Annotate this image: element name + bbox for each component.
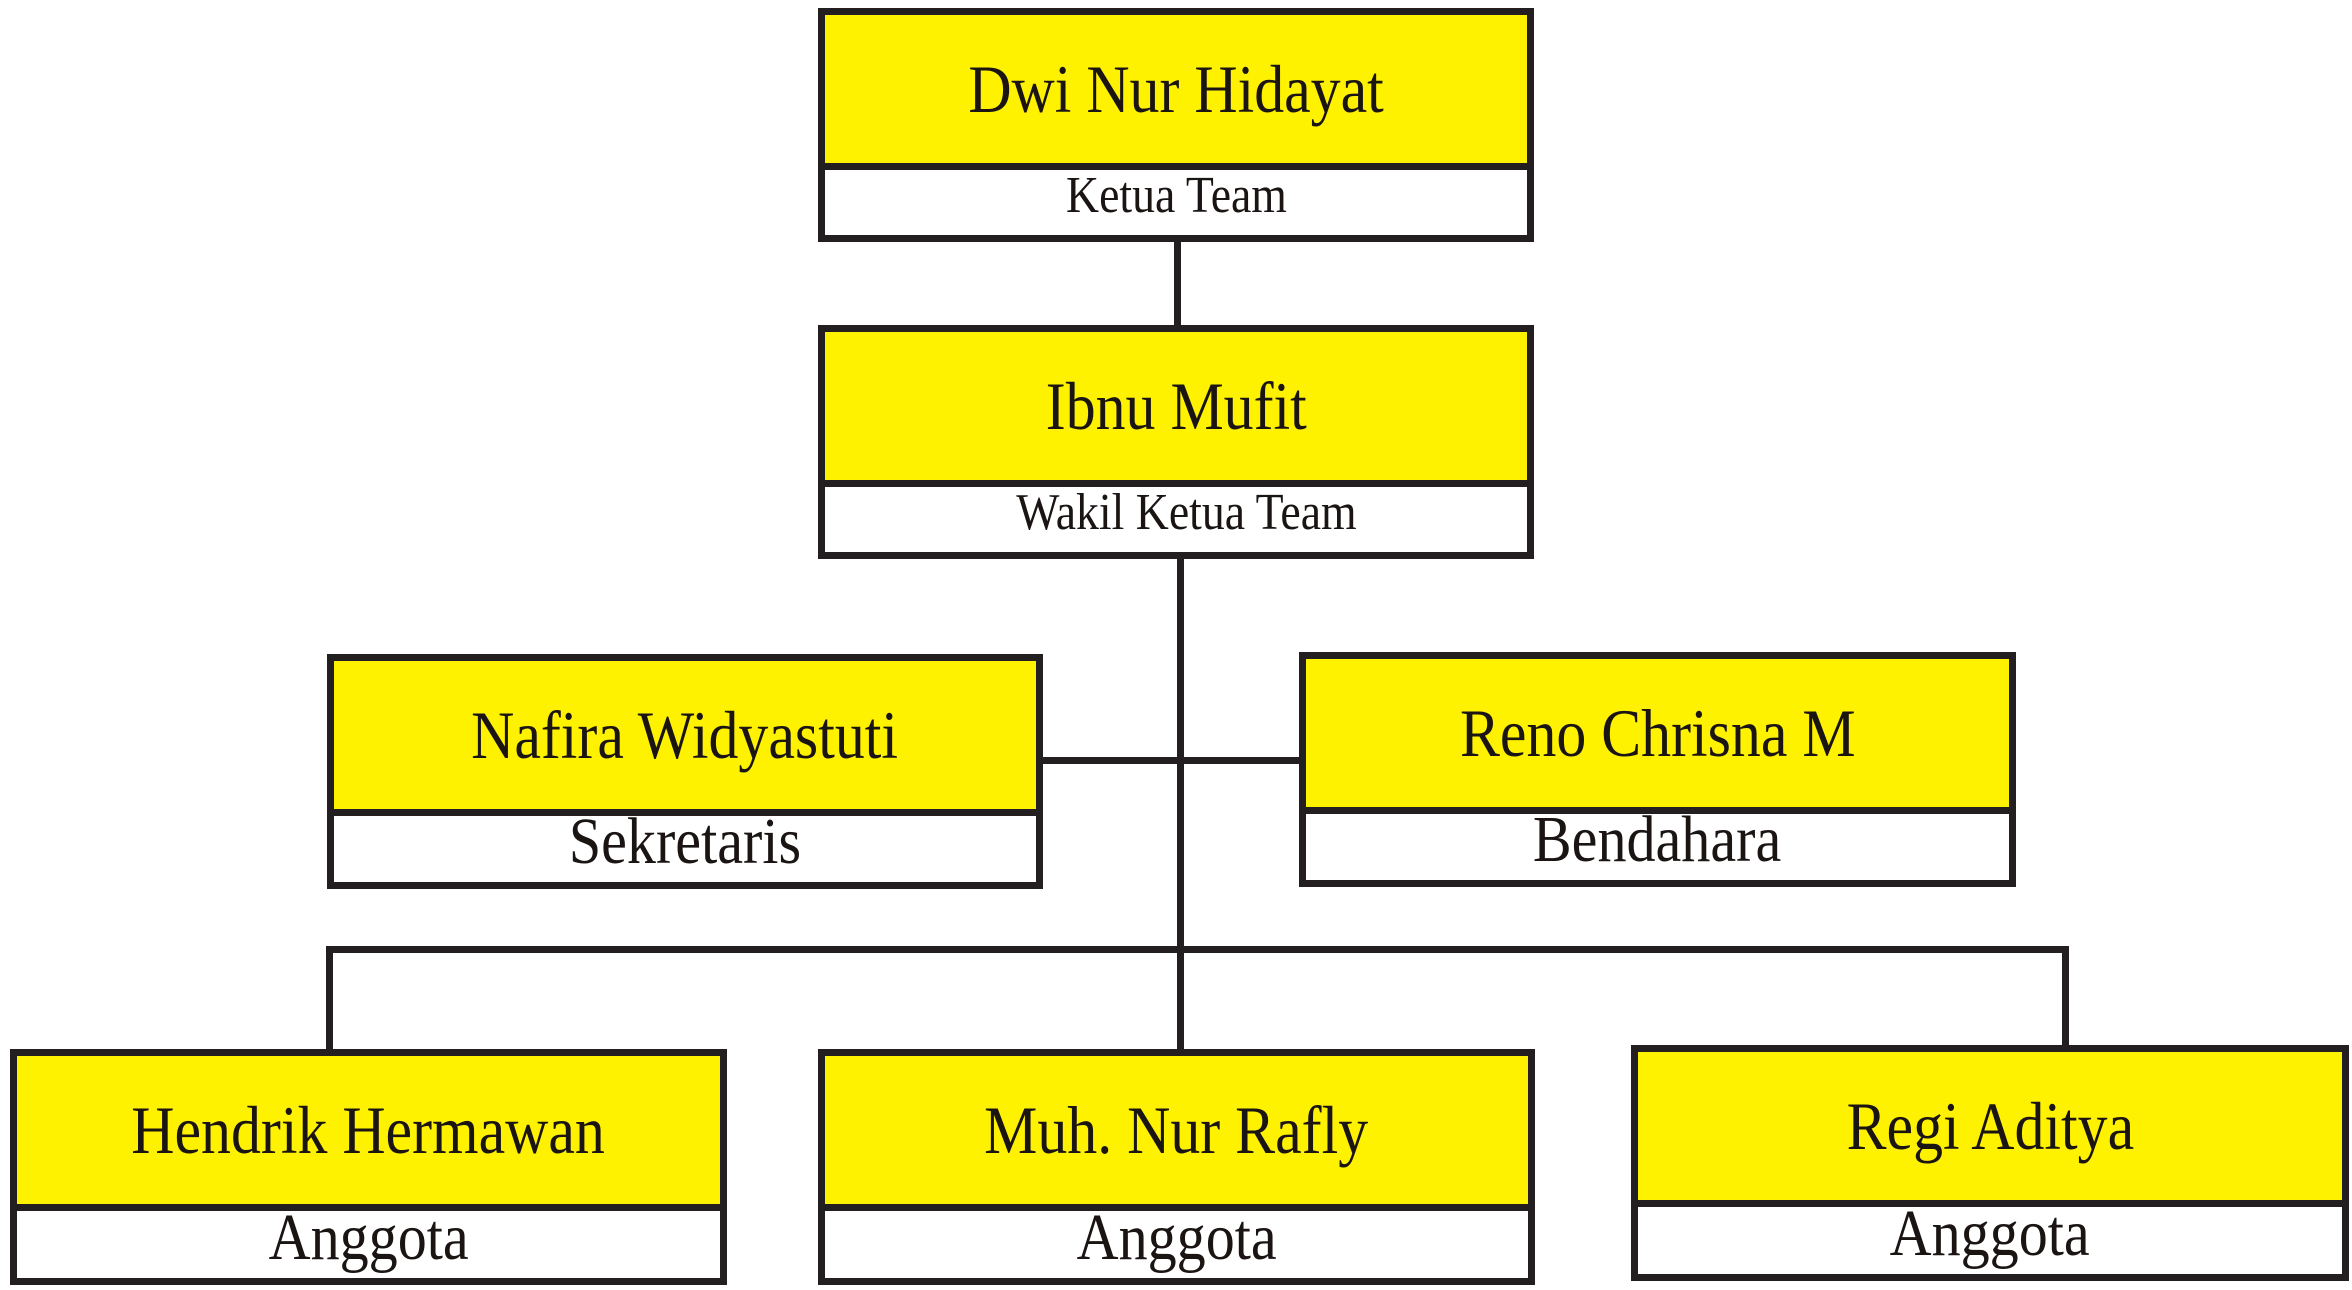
- org-box-bendahara: Reno Chrisna M Bendahara: [1299, 652, 2016, 887]
- member-role-cell: Anggota: [825, 1197, 1528, 1278]
- org-box-wakil-ketua: Ibnu Mufit Wakil Ketua Team: [818, 325, 1534, 559]
- member-name: Hendrik Hermawan: [131, 1091, 606, 1168]
- connector-anggota-left: [326, 946, 333, 1054]
- member-role: Anggota: [1076, 1200, 1277, 1274]
- org-box-sekretaris: Nafira Widyastuti Sekretaris: [327, 654, 1043, 889]
- member-role-cell: Anggota: [1638, 1193, 2342, 1274]
- member-role: Anggota: [1889, 1196, 2091, 1270]
- member-name-cell: Regi Aditya: [1638, 1052, 2342, 1207]
- member-name: Regi Aditya: [1846, 1087, 2134, 1164]
- member-name-cell: Hendrik Hermawan: [17, 1056, 720, 1211]
- member-role-cell: Anggota: [17, 1197, 720, 1278]
- member-name-cell: Muh. Nur Rafly: [825, 1056, 1528, 1211]
- member-role: Sekretaris: [568, 805, 802, 878]
- member-role-cell: Sekretaris: [334, 802, 1036, 882]
- connector-wakil-trunk: [1177, 555, 1184, 1053]
- org-box-anggota-1: Hendrik Hermawan Anggota: [10, 1049, 727, 1285]
- member-role-cell: Bendahara: [1306, 800, 2009, 880]
- member-name: Ibnu Mufit: [1045, 367, 1307, 444]
- member-role-cell: Wakil Ketua Team: [825, 473, 1527, 552]
- connector-anggota-right: [2062, 946, 2069, 1051]
- member-role: Bendahara: [1533, 803, 1782, 876]
- member-name: Dwi Nur Hidayat: [968, 50, 1384, 127]
- org-box-ketua: Dwi Nur Hidayat Ketua Team: [818, 8, 1534, 242]
- member-name: Reno Chrisna M: [1459, 694, 1856, 771]
- member-role: Ketua Team: [1065, 167, 1287, 224]
- connector-sekretaris-bendahara: [1038, 757, 1303, 764]
- member-role-cell: Ketua Team: [825, 156, 1527, 235]
- member-name-cell: Ibnu Mufit: [825, 332, 1527, 487]
- member-name: Muh. Nur Rafly: [984, 1091, 1369, 1168]
- connector-ketua-wakil: [1174, 238, 1181, 330]
- org-box-anggota-2: Muh. Nur Rafly Anggota: [818, 1049, 1535, 1285]
- member-name-cell: Reno Chrisna M: [1306, 659, 2009, 814]
- member-role: Wakil Ketua Team: [1015, 484, 1357, 541]
- member-role: Anggota: [268, 1200, 469, 1274]
- connector-anggota-horizontal: [328, 946, 2069, 953]
- member-name-cell: Dwi Nur Hidayat: [825, 15, 1527, 170]
- member-name: Nafira Widyastuti: [471, 696, 899, 773]
- org-box-anggota-3: Regi Aditya Anggota: [1631, 1045, 2349, 1281]
- member-name-cell: Nafira Widyastuti: [334, 661, 1036, 816]
